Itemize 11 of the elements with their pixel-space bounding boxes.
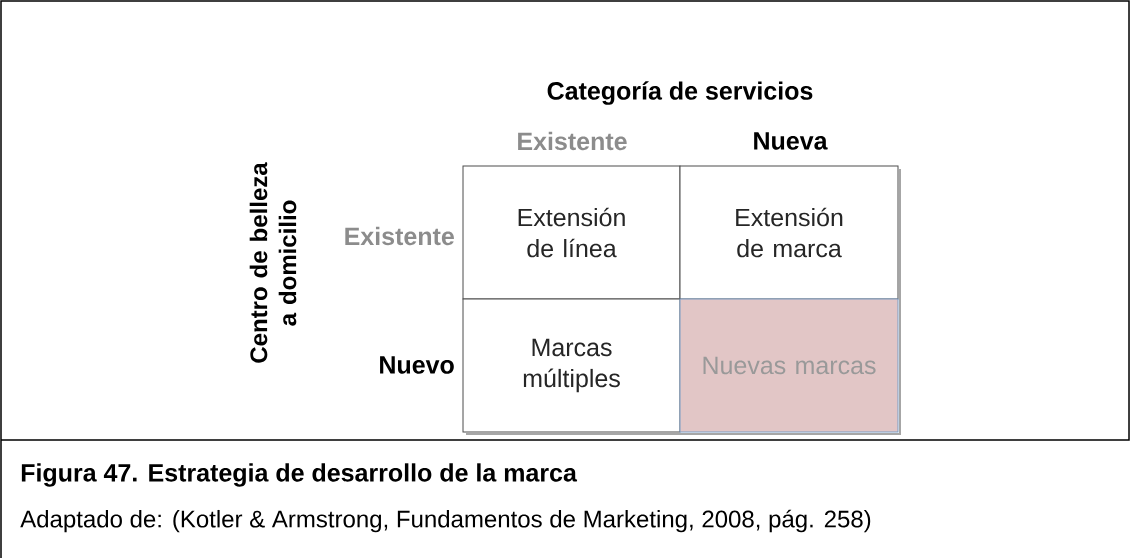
column-header: Existente — [518, 131, 627, 151]
source-note: Adaptado de: (Kotler & Armstrong, Fundamentos de Marketing, 2008, pág. 258) — [20, 509, 871, 533]
matrix-cell: Nuevas marcas — [679, 298, 899, 433]
matrix-cell: Extensión de marca — [679, 165, 899, 300]
row-header: Nuevo — [380, 356, 454, 374]
matrix-cell: Extensión de línea — [462, 165, 681, 300]
axis-title: Categoría de servicios — [547, 81, 813, 105]
row-header: Existente — [345, 226, 454, 246]
figure-caption: Figura 47. Estrategia de desarrollo de la marca — [21, 463, 578, 487]
axis-title: Centro de belleza a domicilio — [249, 162, 297, 363]
matrix-cell: Marcas múltiples — [462, 298, 681, 433]
